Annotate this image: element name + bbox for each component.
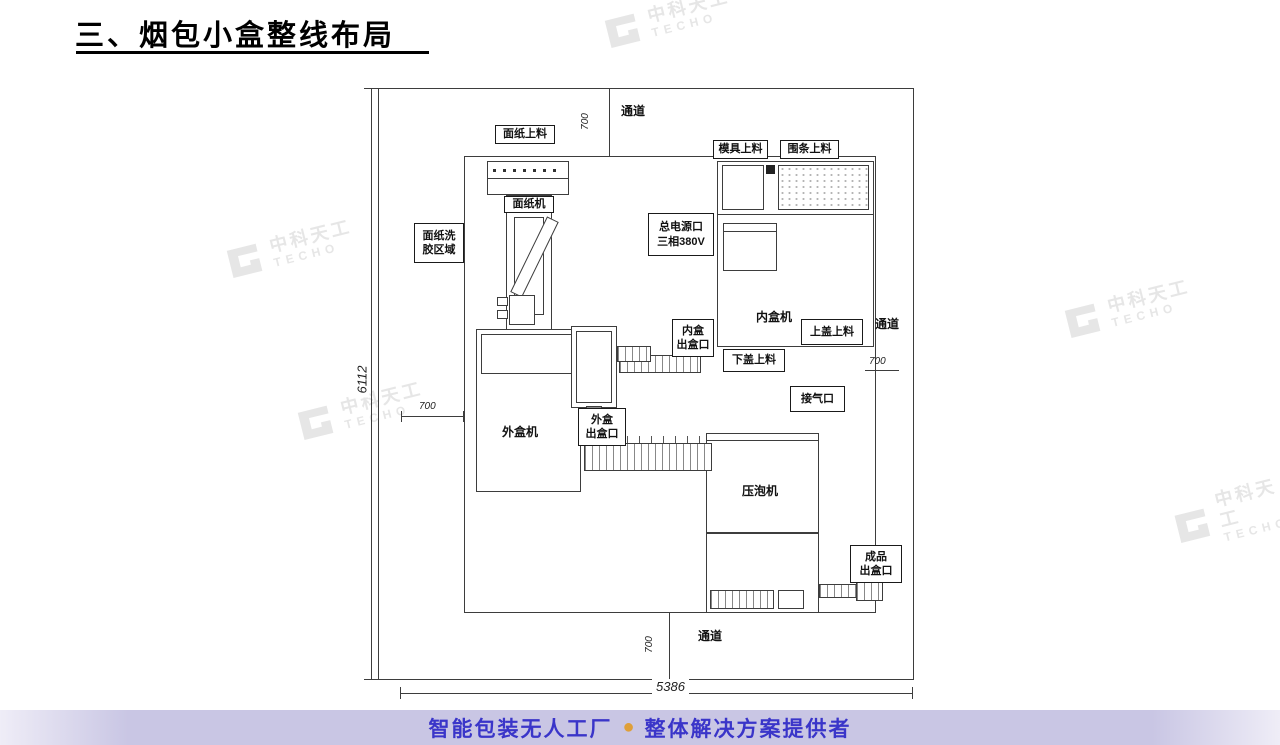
main-power-label: 总电源口 三相380V: [648, 213, 714, 256]
press-machine-label: 压泡机: [742, 484, 779, 498]
product-outlet-label: 成品 出盒口: [850, 545, 902, 583]
techo-logo-icon: [290, 397, 341, 448]
footer-bullet-icon: ●: [622, 716, 635, 738]
layout-diagram: 700 通道 面纸上料 面纸机 面纸洗 胶区域 模具上料 围条上料 内盒机 总电…: [378, 88, 914, 681]
dim-tick: [463, 411, 464, 422]
machine-detail-rect: [778, 590, 804, 609]
title-underline: [76, 51, 429, 54]
outer-box-outlet-label: 外盒 出盒口: [578, 408, 626, 446]
techo-logo-icon: [1167, 499, 1218, 550]
machine-detail-rect: [481, 334, 576, 374]
output-end-station: [856, 580, 883, 601]
top-aisle-dim: 700: [579, 113, 591, 130]
dim-tick: [364, 679, 378, 680]
total-height-dim-line: [371, 88, 372, 680]
inner-box-machine-label: 内盒机: [756, 310, 793, 324]
techo-logo-icon: [1057, 295, 1108, 346]
footer-slogan-right: 整体解决方案提供者: [644, 717, 852, 741]
conveyor-ticks: [591, 436, 709, 443]
total-height-dim: 6112: [354, 361, 370, 398]
techo-logo-icon: [219, 235, 270, 286]
machine-detail-line: [488, 178, 568, 179]
page-title: 三、烟包小盒整线布局: [75, 20, 396, 52]
mold-feed-label: 模具上料: [713, 140, 768, 159]
footer-slogan-left: 智能包装无人工厂: [428, 717, 613, 741]
inner-box-outlet-label: 内盒 出盒口: [672, 319, 714, 357]
outer-box-machine-label: 外盒机: [502, 425, 539, 439]
dim-line: [865, 370, 899, 371]
dim-tick: [912, 687, 913, 699]
bottom-aisle-label: 通道: [698, 629, 723, 643]
total-width-dim: 5386: [652, 679, 689, 694]
watermark-text: 中科天工 TECHO: [645, 0, 735, 40]
watermark-text: 中科天工 TECHO: [267, 216, 357, 270]
left-aisle-dim: 700: [419, 401, 436, 412]
machine-detail-rect: [576, 331, 612, 403]
bottom-aisle-dim: 700: [643, 636, 655, 653]
press-machine: [706, 433, 819, 533]
air-inlet-label: 接气口: [790, 386, 845, 412]
face-paper-feed-label: 面纸上料: [495, 125, 555, 144]
watermark: 中科天工 TECHO: [290, 375, 429, 448]
machine-detail-line: [724, 231, 776, 232]
machine-detail-rect: [722, 165, 764, 210]
right-aisle-dim: 700: [869, 356, 886, 367]
watermark: 中科天工 TECHO: [1165, 475, 1280, 557]
footer-bar: 智能包装无人工厂 ● 整体解决方案提供者: [0, 710, 1280, 745]
techo-logo-icon: [597, 5, 648, 56]
machine-detail-rect: [710, 590, 774, 609]
top-aisle-label: 通道: [621, 104, 646, 118]
watermark-text: 中科天工 TECHO: [1105, 276, 1195, 330]
bottom-lid-feed-label: 下盖上料: [723, 349, 785, 372]
right-aisle-label: 通道: [875, 317, 900, 331]
machine-detail-dots: [493, 169, 563, 172]
machine-detail-line: [718, 214, 873, 215]
machine-detail-rect: [778, 165, 869, 210]
machine-detail-block: [766, 165, 775, 174]
output-conveyor: [819, 584, 857, 598]
watermark: 中科天工 TECHO: [219, 213, 358, 286]
link-conveyor: [617, 346, 651, 362]
dim-line: [401, 416, 463, 417]
glue-wash-area-label: 面纸洗 胶区域: [414, 223, 464, 263]
watermark-text: 中科天工 TECHO: [1213, 475, 1280, 545]
main-conveyor: [584, 443, 712, 471]
dim-tick: [401, 411, 402, 422]
watermark: 中科天工 TECHO: [597, 0, 736, 55]
bottom-aisle-dim-line: [669, 613, 670, 681]
machine-detail-rect: [497, 310, 508, 319]
top-aisle-dim-line: [609, 89, 610, 156]
floor-area: [464, 156, 876, 613]
machine-detail-line: [707, 440, 818, 441]
watermark: 中科天工 TECHO: [1057, 273, 1196, 346]
top-lid-feed-label: 上盖上料: [801, 319, 863, 345]
dim-tick: [400, 687, 401, 699]
machine-detail-rect: [497, 297, 508, 306]
ring-strip-feed-label: 围条上料: [780, 140, 839, 159]
machine-detail-rect: [509, 295, 535, 325]
dim-tick: [364, 88, 378, 89]
face-paper-machine-label: 面纸机: [504, 196, 554, 213]
